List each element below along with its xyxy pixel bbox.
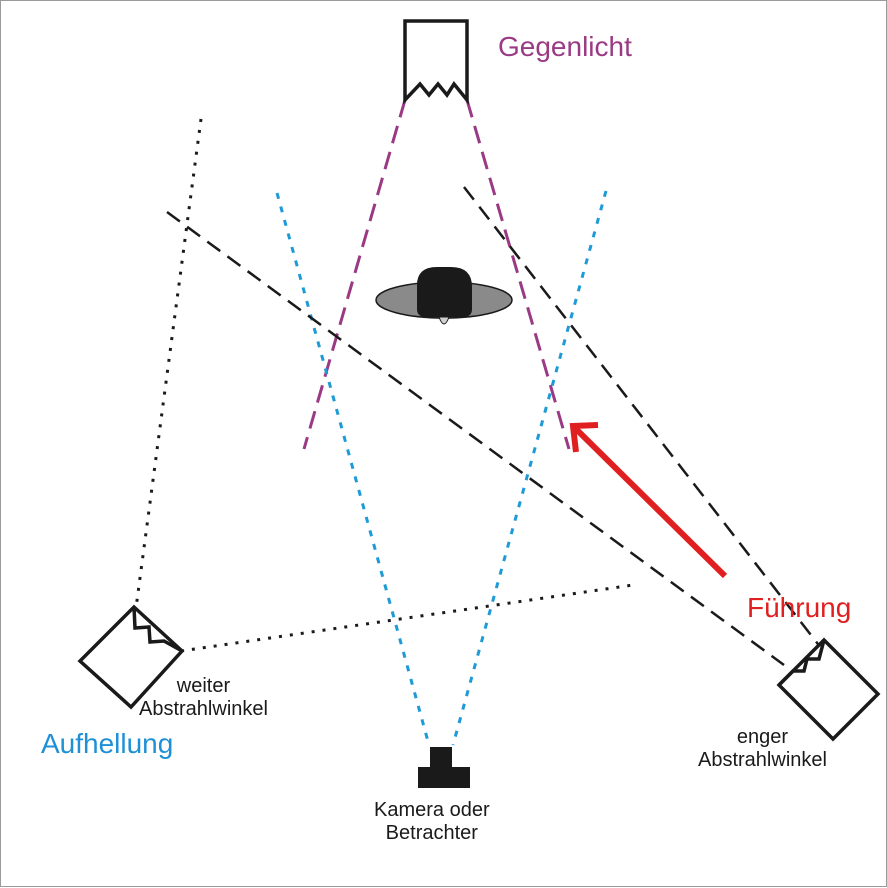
narrow-angle-label: enger Abstrahlwinkel: [698, 726, 827, 772]
wide-angle-label: weiter Abstrahlwinkel: [139, 675, 268, 721]
camera-label-line1: Kamera oder: [374, 799, 490, 821]
key-light-beam: [166, 186, 822, 667]
camera-label-line2: Betrachter: [385, 822, 478, 844]
subject-person: [375, 267, 513, 325]
backlight-label: Gegenlicht: [498, 31, 632, 62]
narrow-angle-label-line2: Abstrahlwinkel: [698, 749, 827, 771]
camera-view-cone: [275, 190, 608, 746]
fill-light-beam: [134, 118, 634, 653]
backlight-lamp-icon: [403, 19, 469, 105]
key-lamp-teeth: [777, 639, 826, 687]
fill-lamp-teeth: [132, 606, 183, 653]
backlight-beam: [302, 99, 571, 450]
key-light-label: Führung: [747, 592, 852, 623]
fill-lamp-icon: [77, 604, 185, 710]
key-light-arrow: [569, 422, 728, 579]
nose-mark: [438, 316, 450, 325]
fill-light-label: Aufhellung: [41, 728, 174, 759]
wide-angle-label-line2: Abstrahlwinkel: [139, 698, 268, 720]
camera-label: Kamera oder Betrachter: [374, 799, 490, 845]
person-head-icon: [417, 267, 472, 317]
camera-icon: [418, 747, 470, 788]
key-lamp-icon: [776, 637, 881, 742]
wide-angle-label-line1: weiter: [176, 675, 231, 697]
narrow-angle-label-line1: enger: [736, 726, 789, 748]
